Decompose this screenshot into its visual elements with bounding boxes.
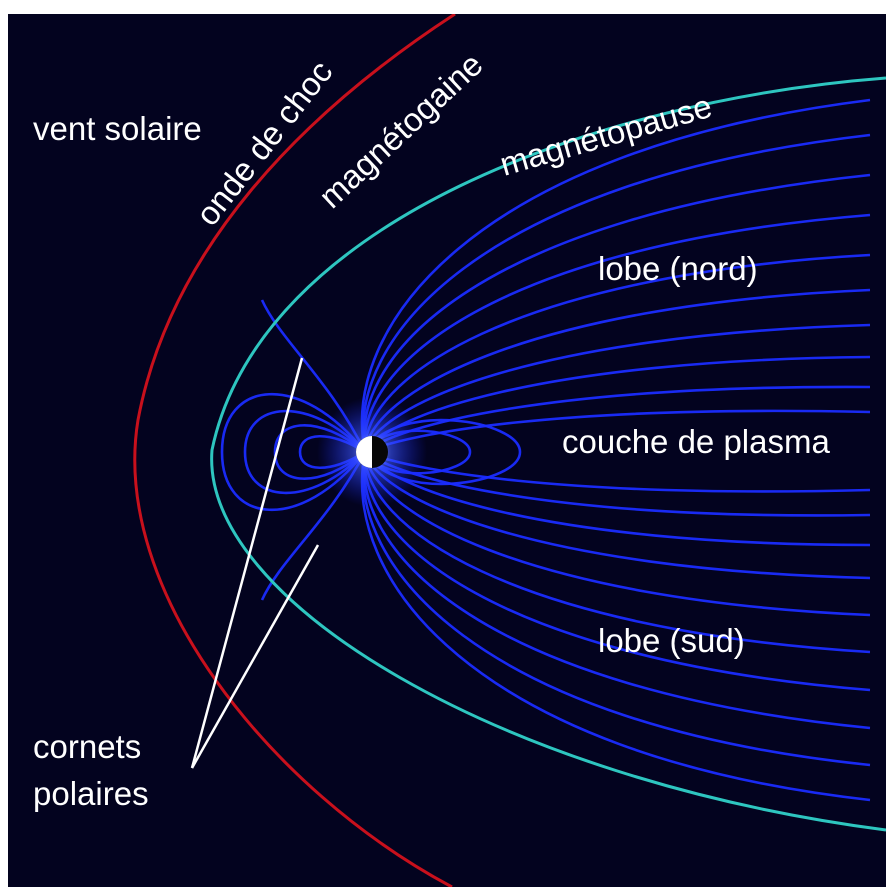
space-background xyxy=(8,14,886,887)
cusp-pointer-north xyxy=(190,357,304,769)
planet-dayside xyxy=(356,436,372,468)
bow-shock-curve xyxy=(133,14,456,887)
magnetopause-curve xyxy=(210,76,886,832)
label-lobe-south: lobe (sud) xyxy=(598,622,745,659)
label-polar-cusps-line2: polaires xyxy=(33,775,149,812)
label-solar-wind: vent solaire xyxy=(33,110,202,147)
label-lobe-north: lobe (nord) xyxy=(598,250,758,287)
cusp-pointer-south xyxy=(190,544,320,769)
label-polar-cusps-line1: cornets xyxy=(33,728,141,765)
label-plasma-sheet: couche de plasma xyxy=(562,423,830,460)
